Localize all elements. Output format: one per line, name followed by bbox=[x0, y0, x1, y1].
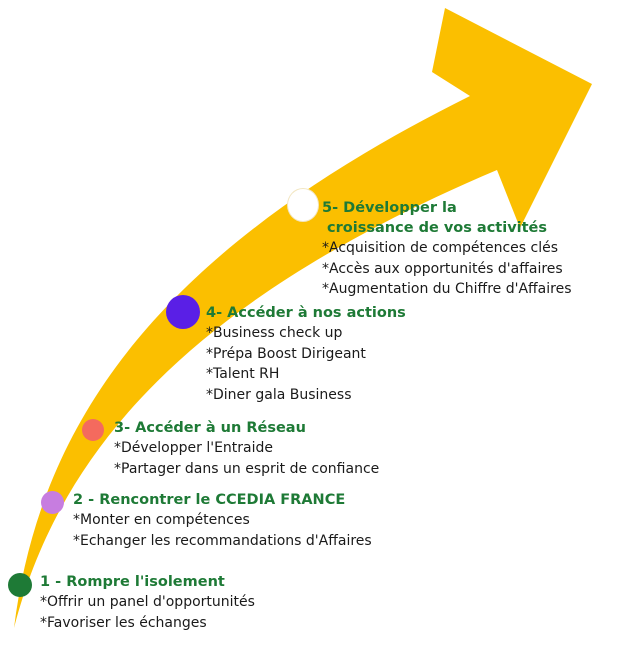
step-1: 1 - Rompre l'isolement *Offrir un panel … bbox=[40, 572, 255, 633]
step-1-item: *Offrir un panel d'opportunités bbox=[40, 594, 255, 610]
step-5-item: *Accès aux opportunités d'affaires bbox=[322, 260, 563, 277]
step-1-title: 1 - Rompre l'isolement bbox=[40, 574, 225, 590]
step-3: 3- Accéder à un Réseau *Développer l'Ent… bbox=[114, 418, 379, 479]
step-3-item: *Partager dans un esprit de confiance bbox=[114, 460, 380, 477]
step-5: 5- Développer la croissance de vos activ… bbox=[322, 198, 571, 300]
step-2-dot bbox=[41, 491, 64, 514]
growth-arrow-shape bbox=[14, 8, 592, 628]
step-5-title-line1: 5- Développer la bbox=[322, 200, 457, 216]
step-3-dot bbox=[82, 419, 104, 441]
step-4: 4- Accéder à nos actions *Business check… bbox=[206, 303, 406, 405]
step-4-item: *Prépa Boost Dirigeant bbox=[206, 345, 366, 362]
step-2-item: *Echanger les recommandations d'Affaires bbox=[73, 532, 372, 549]
step-3-title: 3- Accéder à un Réseau bbox=[114, 420, 306, 436]
step-5-title-line2: croissance de vos activités bbox=[322, 220, 548, 236]
step-2-title: 2 - Rencontrer le CCEDIA FRANCE bbox=[73, 492, 346, 508]
step-4-item: *Diner gala Business bbox=[206, 386, 352, 403]
step-5-dot bbox=[287, 188, 319, 222]
step-4-item: *Business check up bbox=[206, 325, 343, 341]
step-4-dot bbox=[166, 295, 200, 329]
step-1-dot bbox=[8, 573, 32, 597]
step-4-item: *Talent RH bbox=[206, 366, 280, 382]
step-1-item: *Favoriser les échanges bbox=[40, 614, 207, 631]
step-5-item: *Augmentation du Chiffre d'Affaires bbox=[322, 281, 572, 297]
step-4-title: 4- Accéder à nos actions bbox=[206, 305, 406, 321]
step-5-item: *Acquisition de compétences clés bbox=[322, 240, 559, 256]
step-2-item: *Monter en compétences bbox=[73, 512, 250, 528]
step-3-item: *Développer l'Entraide bbox=[114, 440, 274, 456]
step-2: 2 - Rencontrer le CCEDIA FRANCE *Monter … bbox=[73, 490, 372, 551]
